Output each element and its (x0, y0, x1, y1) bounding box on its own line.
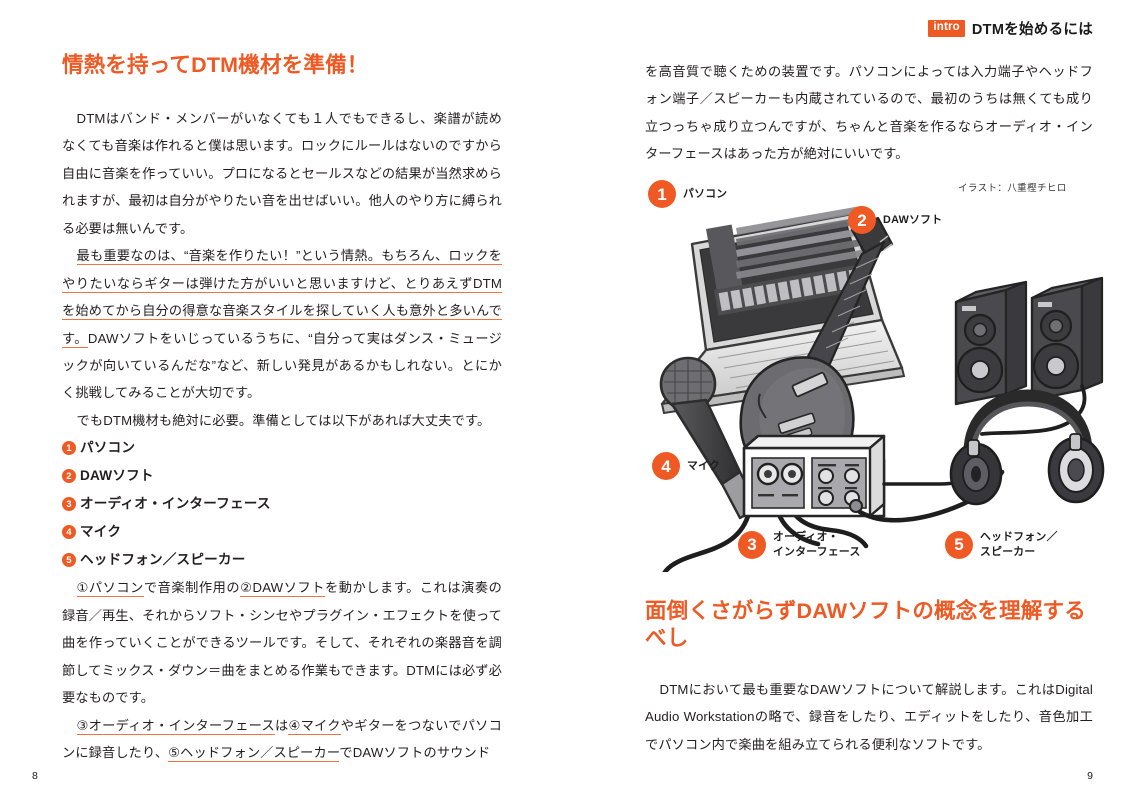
paragraph-4-mid: で音楽制作用の (143, 580, 241, 596)
intro-badge: intro (928, 20, 965, 37)
page-number-right: 9 (1087, 770, 1093, 782)
right-page-column: を高音質で聴くための装置です。パソコンによっては入力端子やヘッドフォン端子／スピ… (645, 58, 1093, 168)
paragraph-3: でもDTM機材も絶対に必要。準備としては以下があれば大丈夫です。 (76, 412, 491, 428)
list-item: 5 ヘッドフォン／スピーカー (62, 546, 502, 574)
paragraph-2: 最も重要なのは、“音楽を作りたい！”という情熱。もちろん、ロックをやりたいならギ… (62, 242, 502, 407)
page-number-left: 8 (32, 770, 38, 782)
dtm-setup-drawing (659, 205, 1105, 572)
left-page-column: 情熱を持ってDTM機材を準備！ DTMはバンド・メンバーがいなくても１人でもでき… (62, 52, 502, 766)
microphone-illustration (659, 356, 760, 572)
paragraph-5-d: やギターをつないでパソコンに録音したり、 (62, 717, 502, 761)
callout-label: ヘッドフォン／ スピーカー (980, 531, 1058, 558)
list-item-label: ヘッドフォン／スピーカー (80, 552, 246, 568)
paragraph-5-b: は (274, 717, 289, 733)
callout-label: マイク (687, 459, 721, 472)
running-header: intro DTMを始めるには (928, 18, 1093, 39)
highlighted-text-passion: 最も重要なのは、“音楽を作りたい！”という情熱。もちろん、ロックをやりたいならギ… (62, 248, 502, 348)
laptop-illustration (660, 205, 906, 415)
callout-number-badge: 1 (648, 180, 676, 208)
ref-daw: ②DAWソフト (240, 580, 325, 598)
studio-monitor-speakers-illustration (954, 276, 1104, 436)
right-page-lower-section: 面倒くさがらずDAWソフトの概念を理解するべし DTMにおいて最も重要なDAWソ… (645, 598, 1093, 758)
list-item: 2 DAWソフト (62, 462, 502, 490)
section-title-daw: 面倒くさがらずDAWソフトの概念を理解するべし (645, 599, 1086, 650)
list-number-badge: 2 (62, 469, 76, 484)
list-item: 1 パソコン (62, 434, 502, 462)
list-item-label: パソコン (80, 440, 136, 456)
equipment-illustration: イラスト：八重樫チヒロ (640, 172, 1120, 572)
callout-1-pc: 1 パソコン (648, 180, 727, 208)
callout-3-audio-interface: 3 オーディオ・ インターフェース (738, 530, 861, 559)
list-item: 3 オーディオ・インターフェース (62, 490, 502, 518)
list-item-label: DAWソフト (80, 468, 154, 484)
paragraph-daw-explanation: DTMにおいて最も重要なDAWソフトについて解説します。これはDigital A… (645, 681, 1093, 752)
callout-5-headphones-speakers: 5 ヘッドフォン／ スピーカー (945, 530, 1058, 559)
callout-number-badge: 2 (848, 206, 876, 234)
list-item-label: オーディオ・インターフェース (80, 496, 271, 512)
list-item: 4 マイク (62, 518, 502, 546)
paragraph-1: DTMはバンド・メンバーがいなくても１人でもできるし、楽譜が読めなくても音楽は作… (62, 110, 502, 236)
page-title: 情熱を持ってDTM機材を準備！ (62, 53, 369, 77)
list-number-badge: 1 (62, 441, 76, 456)
audio-interface-illustration (742, 434, 1005, 523)
paragraph-5: ③オーディオ・インターフェースは④マイクやギターをつないでパソコンに録音したり、… (62, 712, 502, 767)
headphones-illustration (949, 389, 1105, 506)
callout-label: DAWソフト (883, 213, 943, 226)
paragraph-4: ①パソコンで音楽制作用の②DAWソフトを動かします。これは演奏の録音／再生、それ… (62, 574, 502, 711)
illustration-credit: イラスト：八重樫チヒロ (958, 183, 1067, 194)
callout-2-daw: 2 DAWソフト (848, 206, 942, 234)
equipment-list: 1 パソコン 2 DAWソフト 3 オーディオ・インターフェース 4 マイク 5… (62, 434, 502, 574)
callout-number-badge: 5 (945, 530, 973, 559)
list-number-badge: 3 (62, 497, 76, 512)
list-number-badge: 5 (62, 553, 76, 568)
paragraph-5-f: でDAWソフトのサウンド (339, 745, 491, 761)
paragraph-4-rest: を動かします。これは演奏の録音／再生、それからソフト・シンセやプラグイン・エフェ… (62, 580, 502, 706)
list-item-label: マイク (80, 524, 122, 540)
paragraph-continuation: を高音質で聴くための装置です。パソコンによっては入力端子やヘッドフォン端子／スピ… (645, 64, 1093, 162)
list-number-badge: 4 (62, 525, 76, 540)
ref-mic: ④マイク (288, 717, 341, 735)
callout-4-mic: 4 マイク (652, 452, 720, 480)
callout-number-badge: 3 (738, 530, 766, 559)
ref-pc: ①パソコン (76, 580, 144, 598)
callout-label: オーディオ・ インターフェース (773, 531, 861, 558)
paragraph-2-rest: DAWソフトをいじっているうちに、“自分って実はダンス・ミュージックが向いている… (62, 330, 502, 401)
ref-audio-interface: ③オーディオ・インターフェース (76, 717, 275, 735)
callout-label: パソコン (683, 187, 728, 200)
running-header-title: DTMを始めるには (971, 22, 1093, 38)
callout-number-badge: 4 (652, 452, 680, 480)
ref-headphones: ⑤ヘッドフォン／スピーカー (168, 745, 340, 763)
